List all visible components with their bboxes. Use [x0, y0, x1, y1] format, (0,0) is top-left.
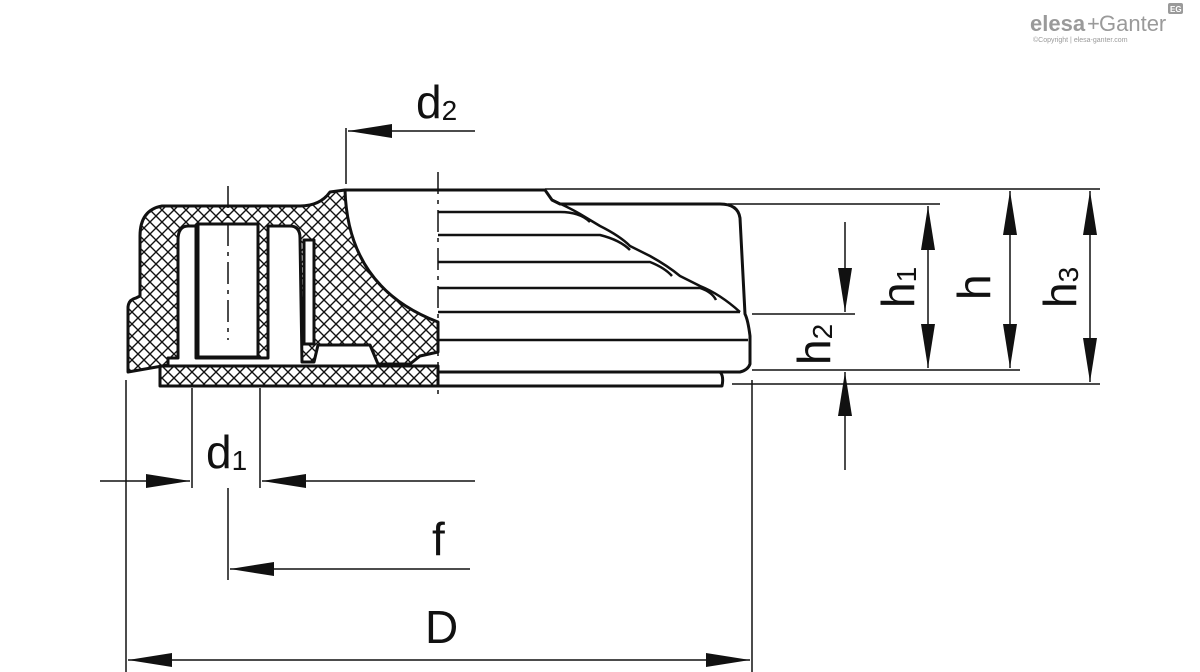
label-D: D: [425, 601, 458, 653]
knob-exterior: [345, 188, 752, 388]
stair-profile: [551, 198, 741, 313]
extension-lines: [125, 128, 1100, 672]
label-d1: d1: [206, 426, 247, 478]
ridge-2: [438, 233, 631, 251]
label-d2: d2: [416, 76, 457, 128]
label-h: h: [948, 274, 1000, 300]
knob-section: [126, 188, 440, 388]
section-hatch: [126, 188, 440, 374]
ridge-1: [438, 210, 591, 223]
logo-badge-text: EG: [1170, 5, 1182, 14]
ridge-3: [438, 260, 673, 277]
centre-lines: [227, 172, 439, 400]
label-h3: h3: [1034, 267, 1086, 308]
label-f: f: [432, 513, 445, 565]
dimension-labels: d2 d1 f D h2 h1 h h3: [206, 76, 1086, 653]
exterior-outline: [345, 188, 752, 374]
brand-logo: elesa + Ganter EG ©Copyright | elesa-gan…: [1030, 3, 1183, 44]
logo-brand-right: Ganter: [1099, 11, 1166, 36]
label-h1: h1: [872, 267, 924, 308]
bottom-plate: [158, 364, 440, 388]
slot: [302, 238, 316, 346]
exterior-base: [438, 370, 725, 388]
logo-brand-left: elesa: [1030, 11, 1086, 36]
logo-badge-box: [1168, 3, 1183, 14]
label-h2: h2: [788, 324, 840, 365]
ridge-4: [438, 286, 718, 301]
dimension-lines: [100, 124, 1097, 667]
logo-brand-plus: +: [1087, 11, 1100, 36]
logo-copyright: ©Copyright | elesa-ganter.com: [1033, 36, 1128, 44]
